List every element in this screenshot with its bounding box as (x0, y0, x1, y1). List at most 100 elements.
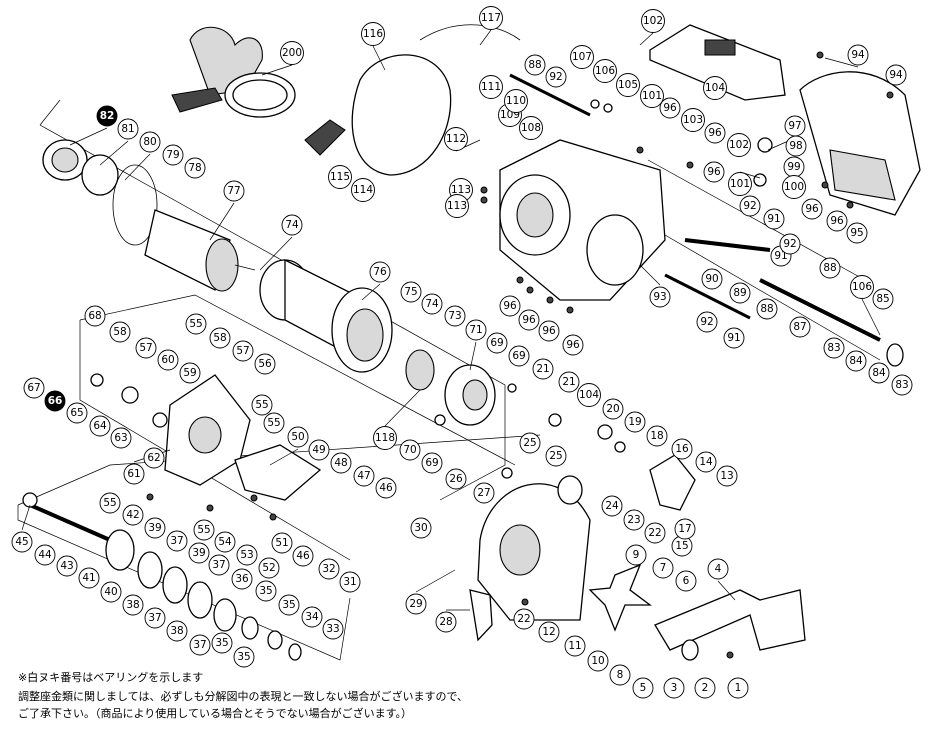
callout-96: 96 (538, 320, 560, 342)
svg-text:96: 96 (566, 339, 580, 351)
callout-92: 92 (545, 66, 567, 88)
svg-text:35: 35 (282, 599, 295, 611)
svg-text:104: 104 (705, 82, 725, 94)
svg-text:83: 83 (827, 342, 840, 354)
callout-12: 12 (538, 621, 560, 643)
washer-note-line1: 調整座金類に関しましては、必ずしも分解図中の表現と一致しない場合がございますので… (18, 690, 469, 703)
callout-68: 68 (84, 305, 106, 327)
svg-text:82: 82 (100, 110, 115, 122)
callout-37: 37 (208, 554, 230, 576)
callout-96: 96 (826, 210, 848, 232)
svg-text:79: 79 (166, 149, 179, 161)
svg-text:84: 84 (849, 355, 863, 367)
callout-89: 89 (729, 282, 751, 304)
callout-104: 104 (703, 76, 727, 100)
callout-55: 55 (263, 412, 285, 434)
rod-parts (509, 73, 904, 367)
callout-39: 39 (188, 542, 210, 564)
callout-9: 9 (625, 544, 647, 566)
callout-76: 76 (369, 261, 391, 283)
callout-16: 16 (671, 438, 693, 460)
svg-text:102: 102 (643, 15, 663, 27)
svg-text:101: 101 (730, 178, 750, 190)
svg-text:25: 25 (523, 437, 536, 449)
svg-text:69: 69 (425, 457, 438, 469)
svg-text:55: 55 (255, 399, 268, 411)
callout-11: 11 (564, 635, 586, 657)
svg-text:91: 91 (767, 213, 780, 225)
callout-113: 113 (445, 194, 469, 218)
callout-101: 101 (640, 84, 664, 108)
callout-111: 111 (479, 75, 503, 99)
callout-84: 84 (845, 350, 867, 372)
svg-text:77: 77 (227, 185, 240, 197)
svg-text:94: 94 (851, 49, 865, 61)
callout-40: 40 (100, 581, 122, 603)
svg-text:37: 37 (170, 535, 183, 547)
svg-text:6: 6 (683, 575, 690, 587)
svg-text:25: 25 (549, 450, 562, 462)
svg-text:8: 8 (617, 669, 624, 681)
callout-75: 75 (400, 281, 422, 303)
rear-cover-part (799, 71, 921, 216)
callout-61: 61 (123, 463, 145, 485)
callout-102: 102 (727, 133, 751, 157)
svg-text:60: 60 (161, 354, 174, 366)
svg-text:107: 107 (572, 51, 592, 63)
svg-text:118: 118 (375, 432, 395, 444)
svg-text:91: 91 (727, 332, 740, 344)
callout-94: 94 (885, 64, 907, 86)
callout-83: 83 (891, 374, 913, 396)
callout-45: 45 (11, 531, 33, 553)
callout-77: 77 (223, 180, 245, 202)
svg-text:9: 9 (633, 549, 640, 561)
callout-35: 35 (278, 594, 300, 616)
svg-text:94: 94 (889, 69, 903, 81)
callout-10: 10 (587, 650, 609, 672)
callout-6: 6 (675, 570, 697, 592)
svg-text:70: 70 (403, 444, 416, 456)
callout-69: 69 (421, 452, 443, 474)
callout-38: 38 (122, 594, 144, 616)
callout-54: 54 (214, 531, 236, 553)
svg-text:106: 106 (852, 281, 872, 293)
callout-7: 7 (652, 557, 674, 579)
callout-88: 88 (524, 54, 546, 76)
svg-text:35: 35 (237, 651, 250, 663)
svg-text:28: 28 (439, 616, 452, 628)
svg-text:35: 35 (215, 637, 228, 649)
svg-text:98: 98 (789, 140, 802, 152)
callout-80: 80 (139, 131, 161, 153)
callout-81: 81 (117, 118, 139, 140)
svg-text:113: 113 (451, 184, 471, 196)
svg-text:46: 46 (296, 550, 310, 562)
svg-text:75: 75 (404, 286, 417, 298)
callout-69: 69 (486, 332, 508, 354)
callout-35: 35 (233, 646, 255, 668)
callout-55: 55 (185, 313, 207, 335)
side-cover-part (304, 24, 521, 176)
callout-96: 96 (801, 198, 823, 220)
svg-text:92: 92 (743, 200, 756, 212)
callout-57: 57 (135, 337, 157, 359)
svg-text:96: 96 (708, 127, 722, 139)
svg-text:105: 105 (618, 79, 638, 91)
svg-text:32: 32 (322, 563, 335, 575)
svg-text:26: 26 (449, 473, 463, 485)
callout-70: 70 (399, 439, 421, 461)
svg-text:88: 88 (760, 303, 773, 315)
callout-59: 59 (179, 362, 201, 384)
svg-text:54: 54 (218, 536, 232, 548)
callout-57: 57 (232, 340, 254, 362)
svg-text:55: 55 (267, 417, 280, 429)
callout-46: 46 (375, 477, 397, 499)
lever-part (469, 454, 696, 642)
svg-text:38: 38 (170, 625, 183, 637)
svg-text:21: 21 (562, 376, 575, 388)
callout-96: 96 (704, 122, 726, 144)
svg-text:42: 42 (126, 509, 139, 521)
callout-96: 96 (659, 97, 681, 119)
svg-text:96: 96 (663, 102, 677, 114)
svg-text:22: 22 (648, 527, 661, 539)
